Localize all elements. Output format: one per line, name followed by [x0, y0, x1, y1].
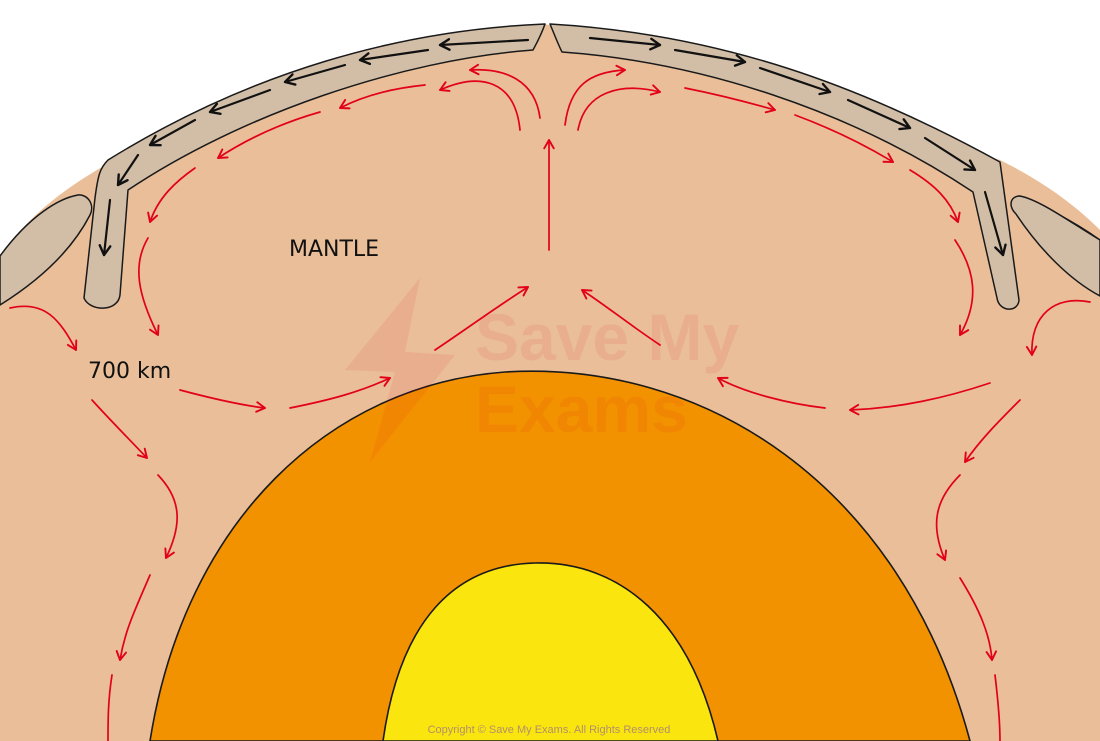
- top-flow-right-2: [794, 114, 894, 163]
- watermark: Save My Exams: [345, 278, 739, 462]
- plate-arrow-left-2: [358, 48, 430, 66]
- watermark-line1: Save My: [475, 300, 739, 374]
- mantle-label: MANTLE: [289, 237, 379, 262]
- watermark-line2: Exams: [475, 372, 688, 446]
- top-flow-right-3: [909, 169, 961, 223]
- left-down-edge: [9, 305, 78, 351]
- bottom-flow-left-3: [434, 286, 529, 351]
- upwelling-curve-right-outer: [577, 84, 661, 131]
- right-edge-plate: [1010, 195, 1100, 297]
- deep-left-3: [115, 574, 151, 661]
- deep-right-1: [964, 399, 1021, 463]
- inner-core: [382, 562, 719, 741]
- deep-left-4: [107, 674, 113, 741]
- top-flow-right-1: [684, 87, 776, 114]
- convection-arrows: [9, 63, 1091, 741]
- left-down-1: [138, 237, 160, 336]
- plate-arrow-left-6: [116, 153, 140, 187]
- top-flow-left-1: [339, 84, 426, 110]
- depth-label: 700 km: [88, 359, 171, 384]
- deep-right-4: [994, 674, 1001, 741]
- plate-arrow-left-7: [98, 198, 112, 257]
- bottom-flow-right-2: [849, 382, 991, 416]
- plate-arrow-right-5: [923, 136, 977, 172]
- plate-arrow-left-1: [438, 38, 530, 51]
- bottom-flow-right-1: [717, 376, 826, 409]
- left-edge-plate: [0, 194, 93, 306]
- plate-arrow-right-3: [758, 66, 832, 96]
- top-flow-left-2: [217, 111, 321, 159]
- upwelling-curve-left-outer: [439, 80, 521, 131]
- plate-arrow-left-5: [148, 118, 197, 147]
- upwelling-curve-right-inner: [564, 64, 626, 126]
- right-down-edge: [1025, 299, 1091, 356]
- plate-motion-arrows: [98, 36, 1007, 257]
- lightning-bolt-icon: [345, 278, 455, 462]
- deep-right-2: [935, 474, 961, 561]
- right-plate: [549, 23, 1020, 310]
- plate-arrow-right-2: [673, 48, 747, 67]
- upwelling-curve-left-inner: [469, 63, 541, 119]
- deep-left-2: [157, 474, 178, 559]
- plate-arrow-right-6: [983, 190, 1007, 257]
- bottom-flow-left-1: [179, 389, 266, 413]
- copyright-notice: Copyright © Save My Exams. All Rights Re…: [428, 724, 671, 736]
- plate-arrow-left-3: [283, 63, 347, 86]
- right-down-1: [954, 239, 974, 336]
- deep-right-3: [959, 577, 998, 661]
- plate-arrow-right-1: [588, 36, 662, 51]
- top-flow-left-3: [147, 167, 196, 223]
- bottom-flow-left-2: [289, 376, 391, 409]
- outer-core: [149, 370, 971, 741]
- plate-arrow-right-4: [846, 98, 912, 131]
- left-plate: [83, 23, 546, 309]
- plate-arrow-left-4: [208, 88, 272, 115]
- deep-left-1: [91, 399, 148, 459]
- bottom-flow-right-3: [581, 289, 661, 346]
